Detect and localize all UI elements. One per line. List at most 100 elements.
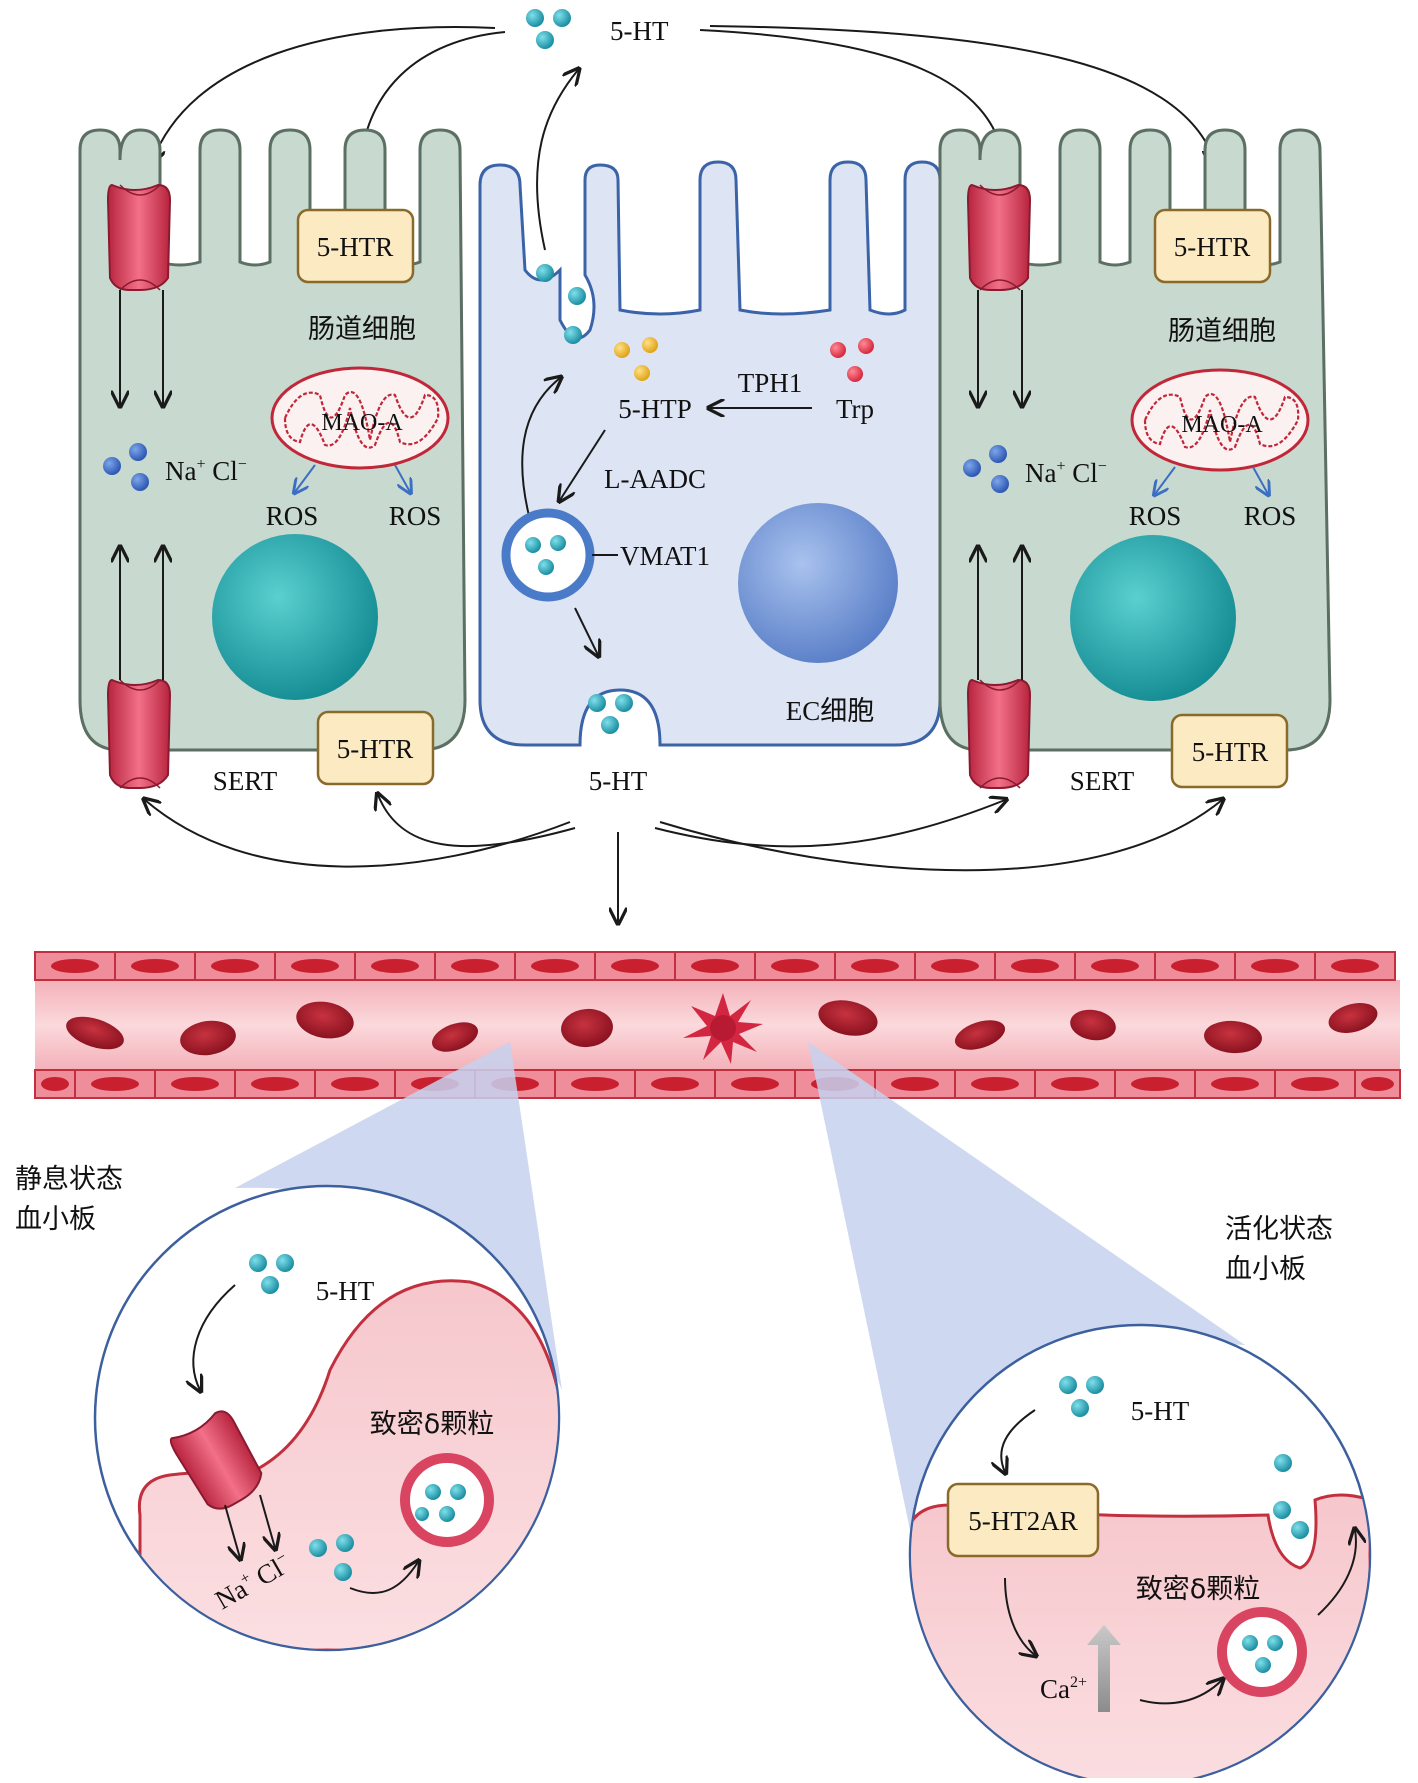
intestinal-cell-label-right: 肠道细胞 [1168,316,1276,347]
serotonin-cluster-resting [249,1254,294,1294]
endothelial-nucleus [1291,1077,1339,1091]
ion-dots-left [103,443,149,491]
arrow-bottom-to-right-channel [654,800,1005,848]
serotonin-label-resting: 5-HT [316,1276,375,1306]
serotonin-label-activated: 5-HT [1131,1396,1190,1426]
receptor-box-left-bottom: 5-HTR [316,710,435,786]
arrow-ros-right-2 [1252,466,1268,494]
ion-channel-right-top [966,183,1032,291]
svg-text:5-HTR: 5-HTR [337,734,414,764]
mao-label-left: MAO-A [321,410,403,436]
svg-text:5-HT2AR: 5-HT2AR [968,1506,1078,1536]
receptor-box-5ht2ar: 5-HT2AR [946,1482,1100,1558]
arrow-bottom-to-left-channel [145,800,571,868]
dense-granule-resting [400,1453,494,1547]
arrow-vesicle-to-basal [574,607,598,655]
arrow-top-to-right-receptor [709,25,1215,162]
ros-label-left-1: ROS [266,501,319,531]
ec-cell [478,160,942,747]
arrow-ros-right-1 [1155,466,1176,494]
endothelial-nucleus [451,959,499,973]
nucleus-left [212,534,378,700]
endothelial-nucleus [291,959,339,973]
serotonin-label-top: 5-HT [610,16,669,46]
endothelial-nucleus [611,959,659,973]
arrow-granule-exocytosis [1317,1530,1356,1616]
tph1-label: TPH1 [738,368,803,398]
dense-granule-label-resting: 致密δ颗粒 [370,1409,495,1440]
resting-platelet-label-2: 血小板 [15,1204,96,1235]
sert-label-left: SERT [213,766,278,796]
resting-platelet-label-1: 静息状态 [15,1164,123,1195]
arrow-htp-to-vesicle [560,429,606,500]
endothelial-nucleus [1331,959,1379,973]
sert-channel-resting [169,1410,263,1510]
ros-label-right-1: ROS [1129,501,1182,531]
arrow-vesicle-to-apical [521,378,560,521]
endothelial-nucleus [851,959,899,973]
blood-vessel [34,951,1401,1099]
endothelial-nucleus [891,1077,939,1091]
endothelial-nucleus [1131,1077,1179,1091]
ion-channel-left-bottom [106,678,172,789]
ros-label-left-2: ROS [389,501,442,531]
serotonin-cluster-top [526,9,571,49]
endothelial-nucleus [1361,1077,1394,1091]
zoom-cone-right [808,1042,1245,1530]
svg-text:5-HTR: 5-HTR [1174,232,1251,262]
endothelial-nucleus [371,959,419,973]
vmat1-vesicle [501,508,595,602]
endothelial-cell [74,1069,156,1099]
serotonin-label-bottom: 5-HT [589,766,648,796]
endothelial-nucleus [171,1077,219,1091]
activated-platelet-label-1: 活化状态 [1225,1214,1333,1245]
endothelial-nucleus [531,959,579,973]
svg-text:5-HTR: 5-HTR [1192,737,1269,767]
ros-label-right-2: ROS [1244,501,1297,531]
arrow-ros-left-2 [394,464,410,492]
endothelial-nucleus [1051,1077,1099,1091]
receptor-box-right-bottom: 5-HTR [1170,713,1289,789]
endothelial-nucleus [771,959,819,973]
endothelial-nucleus [41,1077,69,1091]
ion-dots-right [963,445,1009,493]
endothelial-nucleus [91,1077,139,1091]
endothelial-nucleus [1091,959,1139,973]
laadc-label: L-AADC [604,464,706,494]
endothelium-bottom [34,1069,1401,1099]
ions-label-right: Na+ Cl− [1025,458,1107,488]
dense-granule-activated [1217,1607,1307,1697]
nucleus-right [1070,535,1236,701]
arrow-resting-ion-1 [224,1504,240,1558]
arrow-bottom-to-left-receptor [378,795,576,848]
endothelial-nucleus [931,959,979,973]
endothelial-nucleus [971,1077,1019,1091]
secretory-vesicle-apical [536,264,586,344]
endothelial-nucleus [651,1077,699,1091]
activated-platelet-label-2: 血小板 [1225,1254,1306,1285]
intestinal-cell-label-left: 肠道细胞 [308,314,416,345]
serotonin-cluster-activated [1059,1376,1104,1417]
receptor-box-right-top: 5-HTR [1153,208,1272,284]
secretory-vesicle-basal [588,694,633,734]
arrow-top-to-left-channel [152,26,496,162]
mitochondrion-right: MAO-A [1130,368,1310,472]
endothelial-nucleus [571,1077,619,1091]
receptor-box-left-top: 5-HTR [296,208,415,284]
endothelial-nucleus [131,959,179,973]
endothelial-cell [754,951,836,981]
mitochondrion-left: MAO-A [270,366,450,470]
serotonin-cluster-resting-inner [309,1534,354,1581]
activated-platelet-in-vessel [683,993,763,1064]
arrow-receptor-to-calcium [1004,1577,1035,1655]
arrow-calcium-to-granule [1139,1680,1222,1705]
ec-nucleus [738,503,898,663]
ions-label-left: Na+ Cl− [165,456,247,486]
calcium-increase-arrow [1087,1625,1121,1712]
red-blood-cells [66,1000,1378,1056]
arrow-apical-release [536,70,578,251]
dense-granule-label-activated: 致密δ颗粒 [1136,1574,1261,1605]
trp-dots [830,338,874,382]
zoom-cone-left [235,1042,562,1390]
